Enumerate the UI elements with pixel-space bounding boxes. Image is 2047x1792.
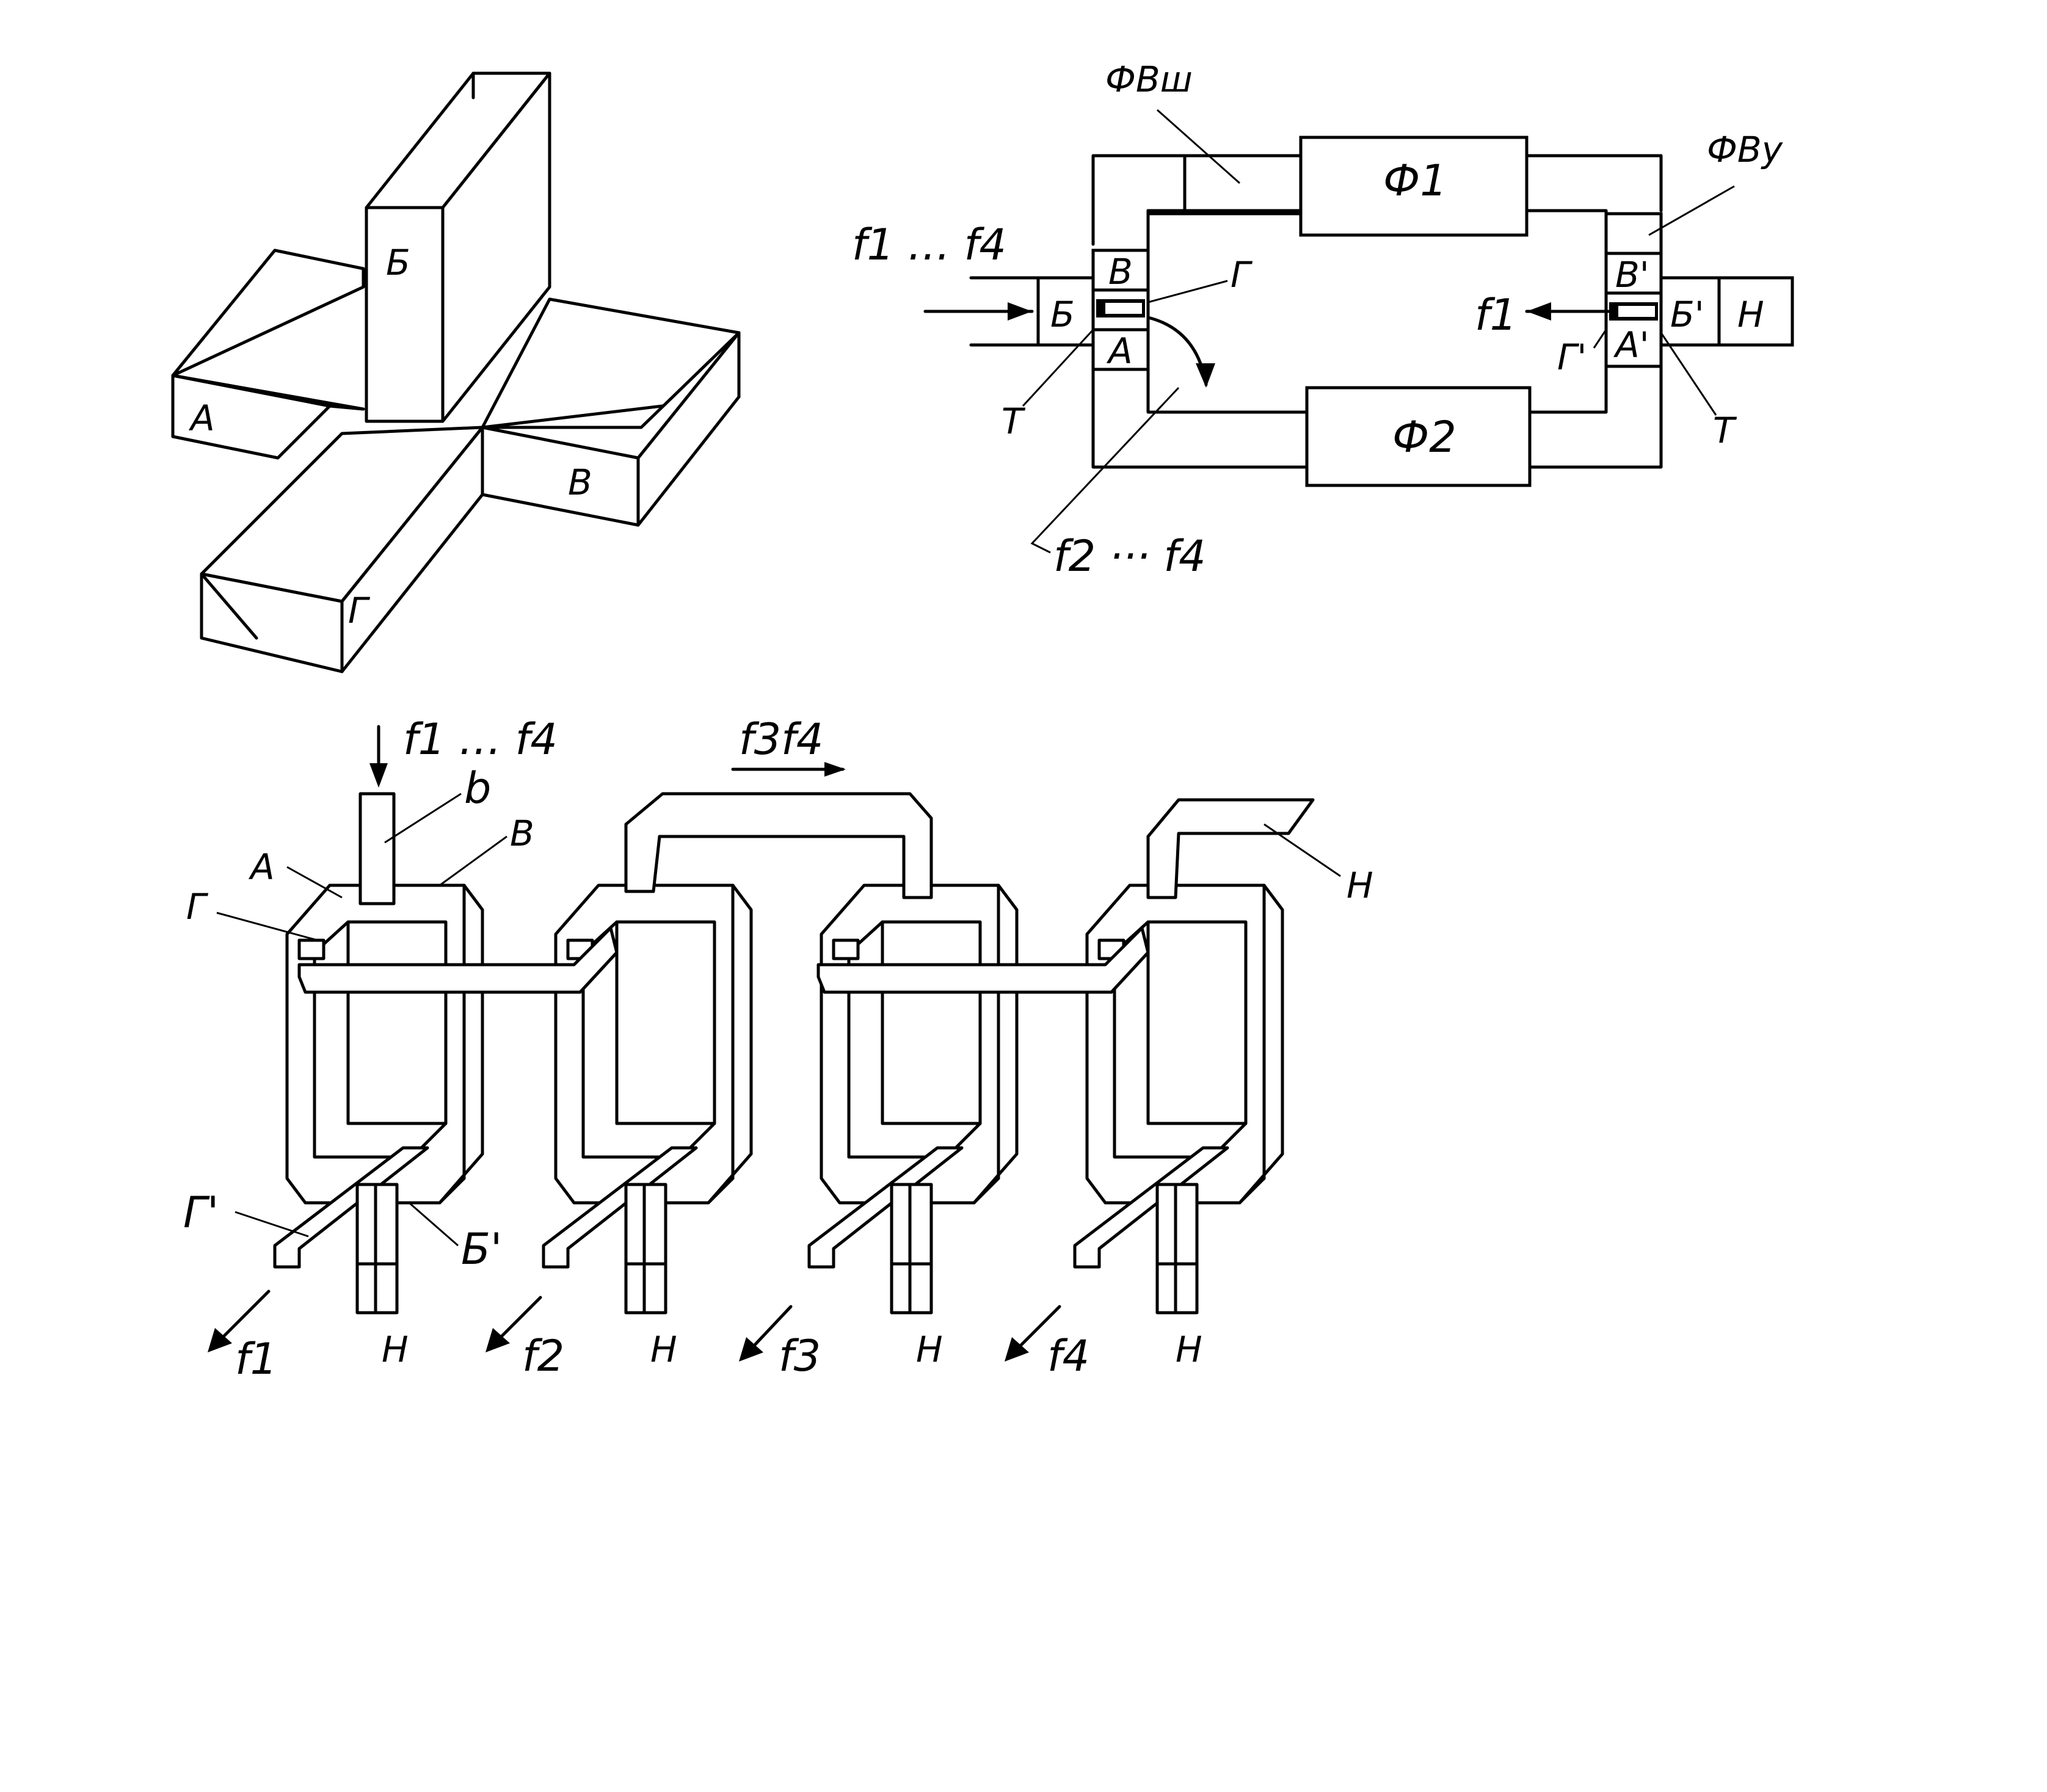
fig2-label-fvu: ФВу	[1707, 129, 1783, 170]
cavity-3-frame	[820, 883, 1019, 1205]
fig1-label-g: Г	[348, 590, 371, 631]
output-h4: Н	[1176, 1329, 1202, 1370]
output-h2: Н	[650, 1329, 677, 1370]
output-channel-3: f3 Н	[779, 1329, 943, 1381]
fig2-label-load: Н	[1737, 294, 1764, 335]
fig1-label-b: Б	[386, 242, 410, 283]
fig2-label-a: А	[1106, 330, 1133, 372]
cavity-2-output-arm	[542, 1146, 698, 1269]
fig1-label-v: В	[568, 462, 592, 503]
fig3-input-label: f1 … f4	[403, 714, 558, 764]
fig3-label-g: Г	[186, 886, 209, 927]
cavity-2-frame	[554, 883, 753, 1205]
fig2-bridge-schematic: Ф1 Ф2 В А Б В' А' Б' Н f1 Г	[852, 59, 1794, 581]
fig1-label-a: А	[188, 397, 215, 439]
fig3-label-f3f4: f3f4	[739, 714, 823, 764]
fig3-label-b: b	[464, 763, 491, 813]
load-port-top	[1146, 798, 1315, 899]
cavity-3-output-arm	[807, 1146, 964, 1269]
output-h3: Н	[916, 1329, 943, 1370]
filter-phi2-box	[1305, 386, 1532, 487]
fig3-outputs: f1 Н f2 Н f3 Н f4 Н	[208, 1290, 1202, 1384]
cavity-4-output-arm	[1073, 1146, 1229, 1269]
fig3-label-g2: Г'	[183, 1188, 219, 1238]
output-h1: Н	[382, 1329, 409, 1370]
fig2-output-f1: f1	[1475, 290, 1517, 340]
cavity-4-frame	[1085, 883, 1284, 1205]
fig2-label-v: В	[1108, 251, 1133, 292]
filter-phi1-label: Ф1	[1383, 156, 1447, 206]
fig2-label-g: Г	[1231, 254, 1253, 296]
filter-phi2-label: Ф2	[1392, 412, 1456, 462]
fig2-label-v2: В'	[1615, 254, 1649, 296]
fig3-labels: f1 … f4 b А В Г f3f4 Н Г' Б'	[183, 714, 1373, 1274]
fig2-label-b: Б	[1050, 294, 1075, 335]
fig2-label-b2: Б'	[1670, 294, 1704, 335]
cavity-1-slot	[297, 938, 325, 960]
filter-phi1-box	[1299, 136, 1529, 237]
output-f3: f3	[779, 1331, 821, 1381]
output-channel-4: f4 Н	[1047, 1329, 1202, 1381]
fig3-label-h-top: Н	[1347, 865, 1373, 906]
fig2-label-t-right: Т	[1713, 410, 1737, 451]
cavity-1-frame	[285, 883, 484, 1205]
output-f2: f2	[522, 1331, 564, 1381]
output-f4: f4	[1047, 1331, 1089, 1381]
fig3-label-v: В	[510, 813, 534, 854]
fig3-label-a: А	[248, 846, 275, 888]
coupling-bus-1	[297, 926, 619, 994]
fig2-label-a2: А'	[1613, 324, 1649, 366]
cavity-1-depth2	[438, 1177, 466, 1205]
fig2-input-label: f1 … f4	[852, 220, 1006, 270]
fig1-waveguide-tee: А Б В Г	[171, 71, 741, 673]
fig2-label-g2: Г'	[1557, 336, 1587, 378]
output-channel-1: f1 Н	[235, 1329, 409, 1384]
cavity-2-depth2	[707, 1177, 735, 1205]
cavity-4-depth2	[1238, 1177, 1266, 1205]
output-channel-2: f2 Н	[522, 1329, 677, 1381]
cavity-3-depth2	[972, 1177, 1000, 1205]
fig2-label-t-left: Т	[1002, 401, 1026, 442]
fig2-bottom-label: f2 ··· f4	[1053, 531, 1206, 581]
input-port-b	[358, 792, 396, 905]
cavity-3-slot	[832, 938, 860, 960]
coupling-bus-2	[816, 926, 1150, 994]
cavity-1-output-arm	[273, 1146, 429, 1269]
bridge-waveguide	[624, 792, 933, 899]
fig3-label-b2: Б'	[461, 1224, 502, 1274]
output-f1: f1	[235, 1334, 277, 1384]
fig3-multiplexer	[273, 792, 1315, 1315]
fig2-label-fvsh: ФВш	[1105, 59, 1193, 100]
